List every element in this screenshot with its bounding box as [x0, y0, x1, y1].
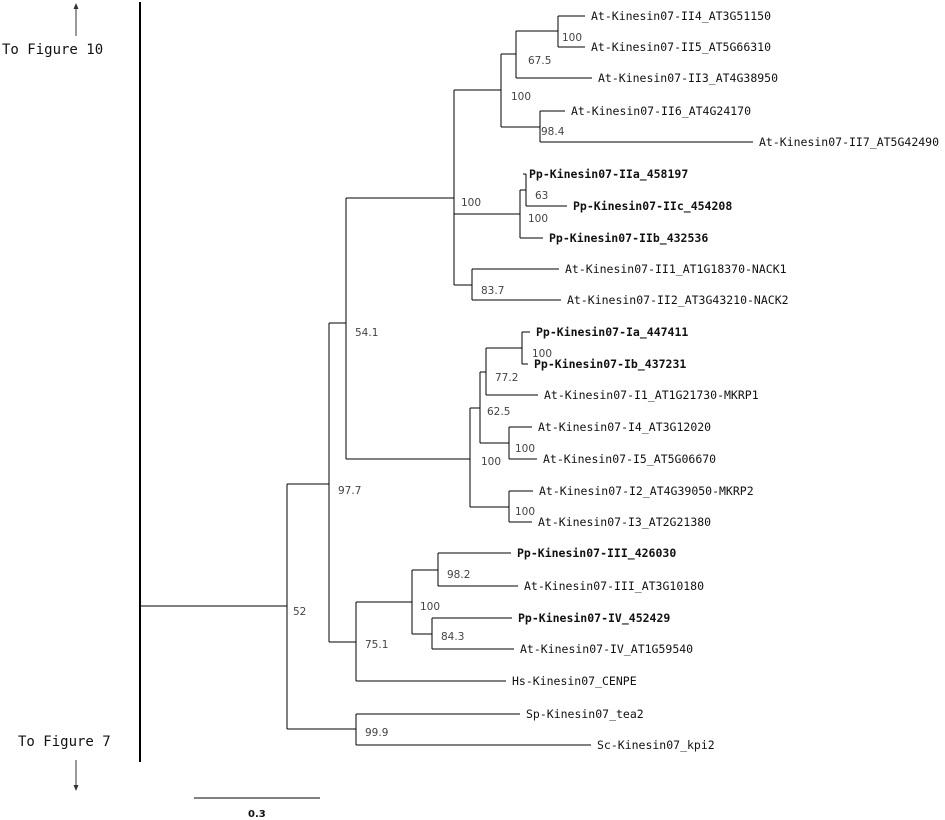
leaf-label: At-Kinesin07-II1_AT1G18370-NACK1 — [565, 262, 787, 276]
leaf-label: Pp-Kinesin07-IIa_458197 — [529, 167, 688, 182]
leaf-label: Pp-Kinesin07-Ib_437231 — [534, 357, 686, 372]
support-value: 100 — [532, 348, 552, 360]
leaf-label: At-Kinesin07-II3_AT4G38950 — [598, 71, 778, 85]
support-value: 100 — [528, 213, 548, 225]
support-value: 100 — [515, 443, 535, 455]
support-value: 77.2 — [495, 372, 518, 384]
support-value: 54.1 — [355, 327, 378, 339]
scale-bar-label: 0.3 — [248, 809, 266, 820]
leaf-label: At-Kinesin07-I5_AT5G06670 — [543, 452, 716, 466]
support-value: 84.3 — [441, 631, 464, 643]
tree-branches — [140, 15, 753, 746]
top-figure-label: To Figure 10 — [2, 42, 103, 58]
bottom-figure-label: To Figure 7 — [18, 734, 111, 750]
support-value: 97.7 — [338, 485, 361, 497]
support-value: 100 — [420, 601, 440, 613]
support-value: 62.5 — [487, 406, 510, 418]
leaf-labels: At-Kinesin07-II4_AT3G51150 At-Kinesin07-… — [512, 9, 939, 752]
leaf-label: Pp-Kinesin07-III_426030 — [517, 546, 676, 561]
down-arrow-icon — [73, 760, 79, 791]
leaf-label: Pp-Kinesin07-IIc_454208 — [573, 199, 732, 214]
leaf-label: Pp-Kinesin07-IIb_432536 — [549, 231, 708, 246]
leaf-label: At-Kinesin07-I2_AT4G39050-MKRP2 — [539, 484, 754, 498]
leaf-label: At-Kinesin07-II7_AT5G42490 — [759, 135, 939, 149]
leaf-label: Pp-Kinesin07-Ia_447411 — [536, 325, 688, 340]
leaf-label: At-Kinesin07-I4_AT3G12020 — [538, 420, 711, 434]
leaf-label: At-Kinesin07-IV_AT1G59540 — [520, 642, 693, 656]
support-value: 67.5 — [528, 55, 551, 67]
support-value: 100 — [562, 32, 582, 44]
support-value: 100 — [511, 91, 531, 103]
support-value: 100 — [461, 197, 481, 209]
support-value: 100 — [515, 506, 535, 518]
leaf-label: Sp-Kinesin07_tea2 — [526, 707, 644, 721]
leaf-label: At-Kinesin07-II5_AT5G66310 — [591, 40, 771, 54]
support-values: 100 67.5 98.4 100 63 100 83.7 100 100 77… — [293, 32, 582, 739]
support-value: 75.1 — [365, 639, 388, 651]
leaf-label: At-Kinesin07-II6_AT4G24170 — [571, 104, 751, 118]
support-value: 98.2 — [447, 569, 470, 581]
leaf-label: Hs-Kinesin07_CENPE — [512, 674, 637, 688]
support-value: 83.7 — [481, 285, 504, 297]
leaf-label: At-Kinesin07-II2_AT3G43210-NACK2 — [567, 293, 789, 307]
leaf-label: At-Kinesin07-I1_AT1G21730-MKRP1 — [544, 388, 759, 402]
support-value: 52 — [293, 606, 306, 618]
support-value: 99.9 — [365, 727, 388, 739]
support-value: 100 — [481, 456, 501, 468]
leaf-label: At-Kinesin07-I3_AT2G21380 — [538, 515, 711, 529]
leaf-label: At-Kinesin07-II4_AT3G51150 — [591, 9, 771, 23]
support-value: 63 — [535, 190, 548, 202]
leaf-label: At-Kinesin07-III_AT3G10180 — [524, 579, 704, 593]
leaf-label: Pp-Kinesin07-IV_452429 — [518, 611, 670, 626]
leaf-label: Sc-Kinesin07_kpi2 — [597, 738, 715, 752]
up-arrow-icon — [73, 3, 79, 36]
support-value: 98.4 — [541, 126, 565, 138]
